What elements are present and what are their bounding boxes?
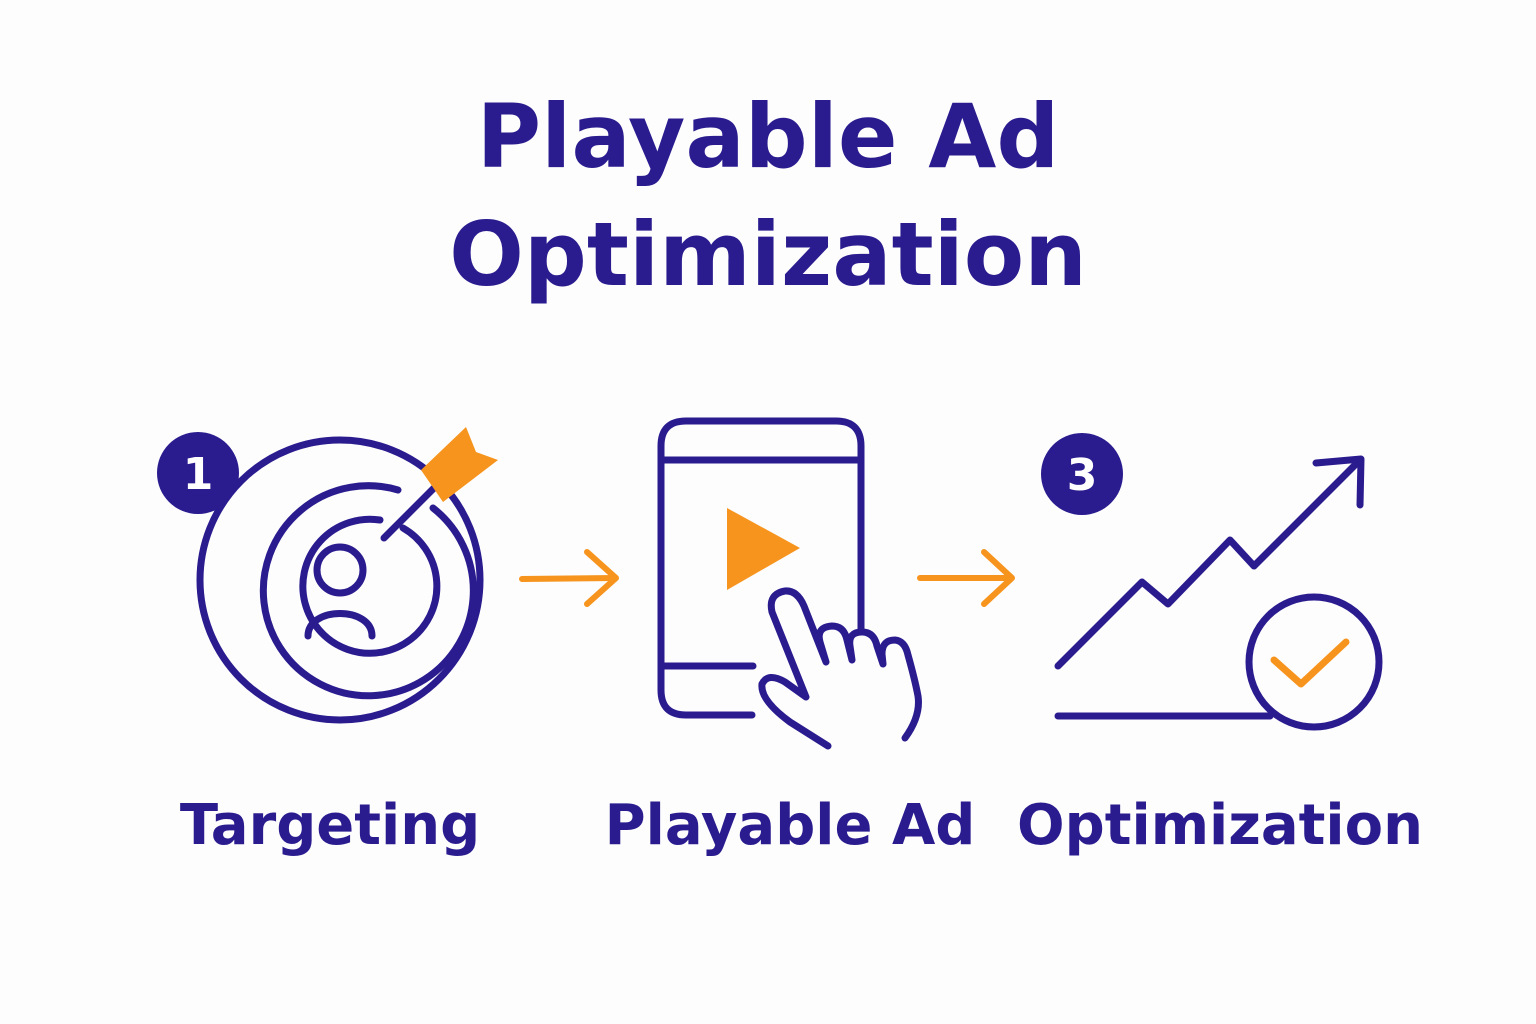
- step-1-badge: 1: [157, 432, 239, 514]
- step-3-badge: 3: [1041, 433, 1123, 515]
- step-1-badge-number: 1: [183, 449, 214, 500]
- diagram-title: Playable Ad Optimization: [0, 78, 1536, 314]
- arrow-right-icon: [519, 549, 619, 607]
- play-triangle-icon: [727, 508, 800, 590]
- check-icon: [1270, 638, 1350, 688]
- step-3-badge-number: 3: [1067, 450, 1098, 501]
- tap-hand-icon: [758, 587, 922, 750]
- diagram-title-line-1: Playable Ad: [476, 85, 1060, 188]
- step-label-playable-ad: Playable Ad: [604, 793, 976, 858]
- phone-play-icon: [657, 417, 865, 719]
- step-label-targeting: Targeting: [179, 793, 481, 858]
- target-icon: [196, 436, 484, 724]
- growth-chart-icon: [1054, 455, 1383, 731]
- arrow-right-icon: [917, 549, 1015, 607]
- step-label-optimization: Optimization: [1017, 793, 1423, 858]
- diagram-title-line-2: Optimization: [449, 203, 1087, 306]
- dart-fletching-icon: [421, 427, 498, 502]
